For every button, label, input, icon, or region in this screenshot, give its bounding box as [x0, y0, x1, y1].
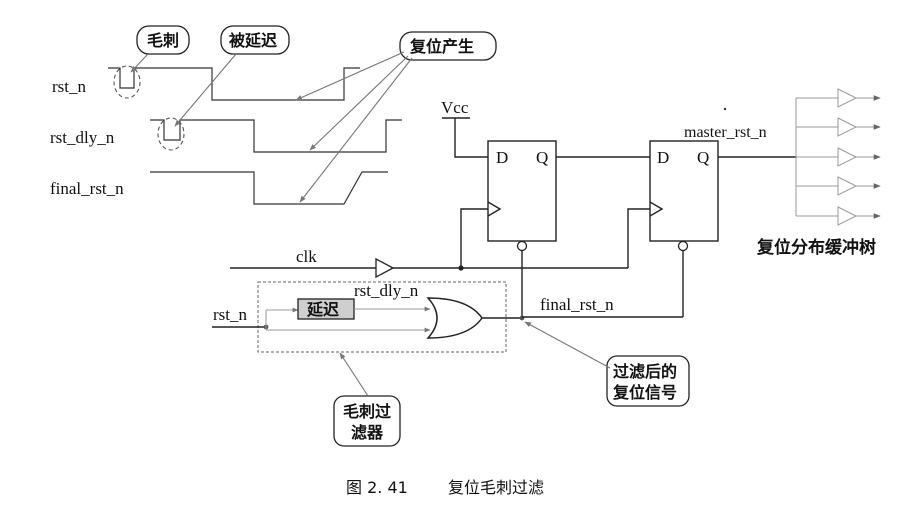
reset-buffer-tree [795, 88, 881, 226]
clk-to-ff2 [627, 208, 650, 268]
ff1-q-pin: Q [536, 148, 548, 167]
reset-gen-arrow-3 [299, 57, 413, 203]
callout-filtered-reset-line2: 复位信号 [612, 383, 677, 402]
reset-gen-arrow-2 [309, 55, 409, 151]
ff1-clock-pin [487, 201, 502, 217]
callout-filtered-reset-line1: 过滤后的 [613, 362, 677, 381]
callout-glitch-filter-line2: 滤器 [351, 423, 384, 442]
waveform-rst-n [108, 67, 360, 101]
buffer-branch [796, 147, 881, 167]
wave-label-final-rst-n: final_rst_n [50, 179, 124, 198]
buffer-tree-label: 复位分布缓冲树 [756, 237, 876, 258]
waveform-final-rst-n [150, 171, 388, 205]
clk-label: clk [296, 247, 317, 266]
ff2-reset-bubble [677, 240, 689, 252]
buffer-branch [796, 117, 881, 137]
glitch-marker-rst-n [113, 65, 141, 99]
ff2-q-pin: Q [697, 148, 709, 167]
final-rst-n-circuit-label: final_rst_n [540, 295, 614, 314]
ff1-reset-bubble [516, 240, 528, 252]
filtered-reset-arrow [524, 321, 611, 369]
rst-dly-n-label: rst_dly_n [354, 281, 419, 300]
callout-glitch-filter-box [333, 395, 401, 447]
callout-delayed: 被延迟 [229, 31, 277, 50]
ff2-clock-pin [649, 201, 664, 217]
buffer-branch [796, 206, 881, 226]
caption-number: 图 2. 41 [346, 478, 408, 497]
vcc-wire [442, 117, 488, 158]
figure-caption: 图 2. 41 复位毛刺过滤 [346, 478, 544, 497]
callout-glitch-box [136, 25, 190, 55]
delayed-arrow [174, 53, 237, 127]
master-rst-n-label: master_rst_n [684, 124, 767, 141]
vcc-label: Vcc [441, 98, 469, 117]
callout-glitch-filter-line1: 毛刺过 [343, 402, 391, 421]
wave-label-rst-n: rst_n [52, 77, 87, 96]
wave-label-rst-dly-n: rst_dly_n [50, 128, 115, 147]
buffer-branch [796, 88, 881, 108]
flip-flop-1 [487, 140, 557, 242]
glitch-filter-arrow [339, 352, 369, 397]
buffer-branch [796, 176, 881, 196]
callout-delayed-box [220, 25, 290, 55]
clk-junction [458, 265, 464, 271]
callout-reset-generation-box [399, 31, 497, 61]
reset-circuit: Vcc D Q D Q master_rst_n [212, 88, 881, 447]
ff2-d-pin: D [657, 148, 669, 167]
glitch-arrow [130, 53, 149, 73]
clk-to-ff1 [460, 208, 488, 268]
rst-n-input-label: rst_n [213, 305, 248, 324]
reset-gen-arrow-1 [295, 51, 405, 101]
callout-filtered-reset-box [606, 355, 690, 407]
or-gate [426, 297, 483, 339]
timing-diagram: rst_n rst_dly_n final_rst_n 毛刺 被延迟 复位产生 [50, 25, 497, 205]
callout-reset-generation: 复位产生 [409, 37, 474, 56]
ff1-d-pin: D [496, 148, 508, 167]
waveform-rst-dly-n [150, 119, 402, 153]
callout-glitch: 毛刺 [147, 31, 179, 50]
glitch-filter-box [257, 281, 507, 353]
glitch-marker-rst-dly-n [157, 117, 185, 151]
caption-title: 复位毛刺过滤 [448, 478, 544, 497]
dot-mark [723, 107, 727, 111]
delay-block-label: 延迟 [306, 300, 339, 319]
clk-buffer [375, 257, 395, 279]
